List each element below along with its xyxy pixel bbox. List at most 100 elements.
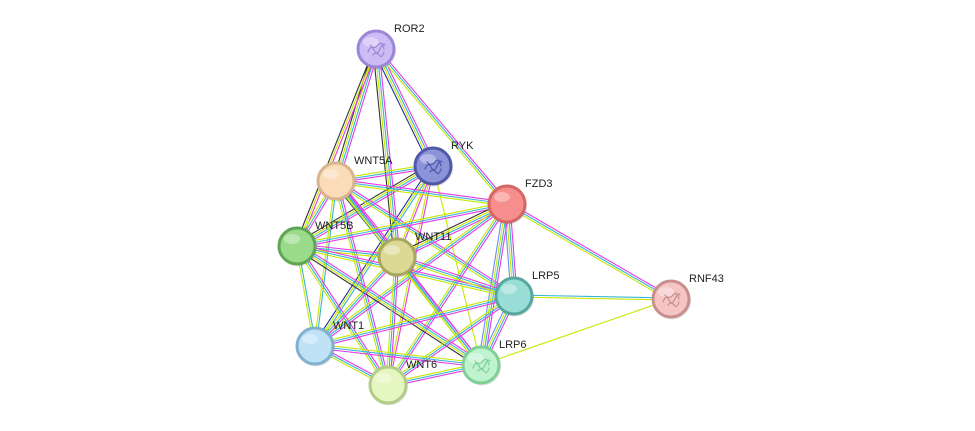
- node-lrp6[interactable]: LRP6: [461, 339, 527, 386]
- node-circle[interactable]: [277, 226, 317, 266]
- node-highlight: [323, 169, 339, 179]
- edge-wnt11-wnt1: [313, 255, 399, 348]
- edge-fzd3-wnt11: [395, 200, 509, 261]
- node-wnt5a[interactable]: WNT5A: [316, 155, 393, 202]
- edge-wnt11-wnt6: [385, 256, 400, 386]
- edge-fzd3-rnf43: [505, 201, 673, 302]
- edge-line: [377, 47, 509, 204]
- edge-line: [314, 345, 482, 366]
- edge-line: [394, 257, 480, 367]
- edge-line: [313, 180, 336, 346]
- edge-line: [296, 246, 481, 367]
- edge-line: [312, 164, 432, 346]
- edge-line: [296, 203, 508, 247]
- edge-line: [477, 203, 505, 365]
- node-highlight: [363, 37, 379, 47]
- edge-line: [315, 297, 515, 349]
- edge-line: [335, 180, 515, 297]
- edge-ror2-ryk: [372, 47, 437, 168]
- edge-lrp5-wnt6: [386, 293, 516, 388]
- node-ror2[interactable]: ROR2: [356, 23, 425, 70]
- node-circle[interactable]: [413, 146, 453, 186]
- edge-line: [314, 347, 481, 368]
- protein-structure-icon: [424, 159, 443, 175]
- node-rnf43[interactable]: RNF43: [651, 273, 724, 320]
- edge-ryk-wnt5b: [295, 162, 435, 250]
- edge-line: [397, 254, 515, 295]
- node-lrp5[interactable]: LRP5: [494, 270, 560, 317]
- edge-line: [296, 48, 377, 247]
- edge-line: [374, 49, 397, 258]
- edge-line: [296, 201, 507, 245]
- protein-structure-icon: [367, 42, 386, 58]
- edge-fzd3-lrp6: [477, 203, 511, 366]
- edge-line: [387, 295, 515, 386]
- edge-line: [386, 165, 433, 385]
- node-label: WNT1: [333, 320, 364, 332]
- edge-line: [294, 246, 387, 387]
- node-label: WNT5B: [315, 220, 354, 232]
- protein-structure-icon: [662, 292, 681, 308]
- node-label: RNF43: [689, 273, 724, 285]
- edge-line: [514, 294, 672, 299]
- edge-line: [332, 47, 374, 181]
- edge-line: [506, 203, 672, 300]
- node-highlight: [494, 192, 510, 202]
- edge-line: [507, 201, 673, 298]
- node-circle[interactable]: [651, 279, 691, 319]
- node-circle[interactable]: [487, 184, 527, 224]
- node-label: ROR2: [394, 23, 425, 35]
- edge-line: [296, 164, 433, 246]
- node-circle[interactable]: [356, 29, 396, 69]
- edge-line: [388, 297, 516, 388]
- node-highlight: [284, 234, 300, 244]
- edge-line: [314, 295, 515, 347]
- node-ryk[interactable]: RYK: [413, 140, 474, 187]
- node-highlight: [420, 154, 436, 164]
- edge-line: [337, 180, 391, 385]
- edge-line: [295, 162, 432, 244]
- edge-ror2-wnt5a: [332, 47, 380, 183]
- edge-line: [395, 200, 506, 255]
- edge-line: [314, 256, 398, 347]
- edge-line: [385, 202, 506, 385]
- edge-line: [396, 258, 514, 299]
- edge-line: [338, 49, 380, 183]
- edge-line: [389, 257, 400, 386]
- edge-line: [375, 48, 508, 205]
- node-fzd3[interactable]: FZD3: [487, 178, 553, 225]
- edge-line: [336, 178, 516, 295]
- edge-line: [513, 296, 671, 301]
- edge-line: [297, 205, 508, 249]
- node-wnt1[interactable]: WNT1: [295, 320, 364, 367]
- edge-line: [374, 49, 506, 206]
- node-circle[interactable]: [494, 276, 534, 316]
- node-wnt6[interactable]: WNT6: [368, 359, 437, 406]
- edge-line: [396, 256, 482, 366]
- edge-line: [314, 293, 514, 345]
- edge-line: [335, 180, 508, 205]
- node-circle[interactable]: [295, 326, 335, 366]
- edge-line: [481, 204, 509, 366]
- node-circle[interactable]: [316, 161, 356, 201]
- edge-line: [316, 257, 399, 348]
- edge-line: [315, 343, 482, 364]
- node-label: FZD3: [525, 178, 553, 190]
- edge-line: [336, 49, 378, 182]
- edge-line: [396, 202, 507, 257]
- edge-line: [297, 166, 434, 248]
- edge-fzd3-wnt5b: [296, 201, 508, 249]
- node-circle[interactable]: [461, 345, 501, 385]
- node-wnt5b[interactable]: WNT5B: [277, 220, 354, 267]
- node-circle[interactable]: [368, 365, 408, 405]
- edge-ryk-lrp6: [432, 165, 482, 366]
- edge-line: [372, 50, 431, 168]
- edge-line: [480, 298, 672, 366]
- edge-line: [294, 48, 375, 246]
- edge-wnt11-lrp6: [394, 255, 484, 367]
- node-circle[interactable]: [377, 237, 417, 277]
- edge-line: [295, 248, 480, 368]
- node-label: LRP6: [499, 339, 527, 351]
- node-highlight: [302, 334, 318, 344]
- node-wnt11[interactable]: WNT11: [377, 231, 451, 278]
